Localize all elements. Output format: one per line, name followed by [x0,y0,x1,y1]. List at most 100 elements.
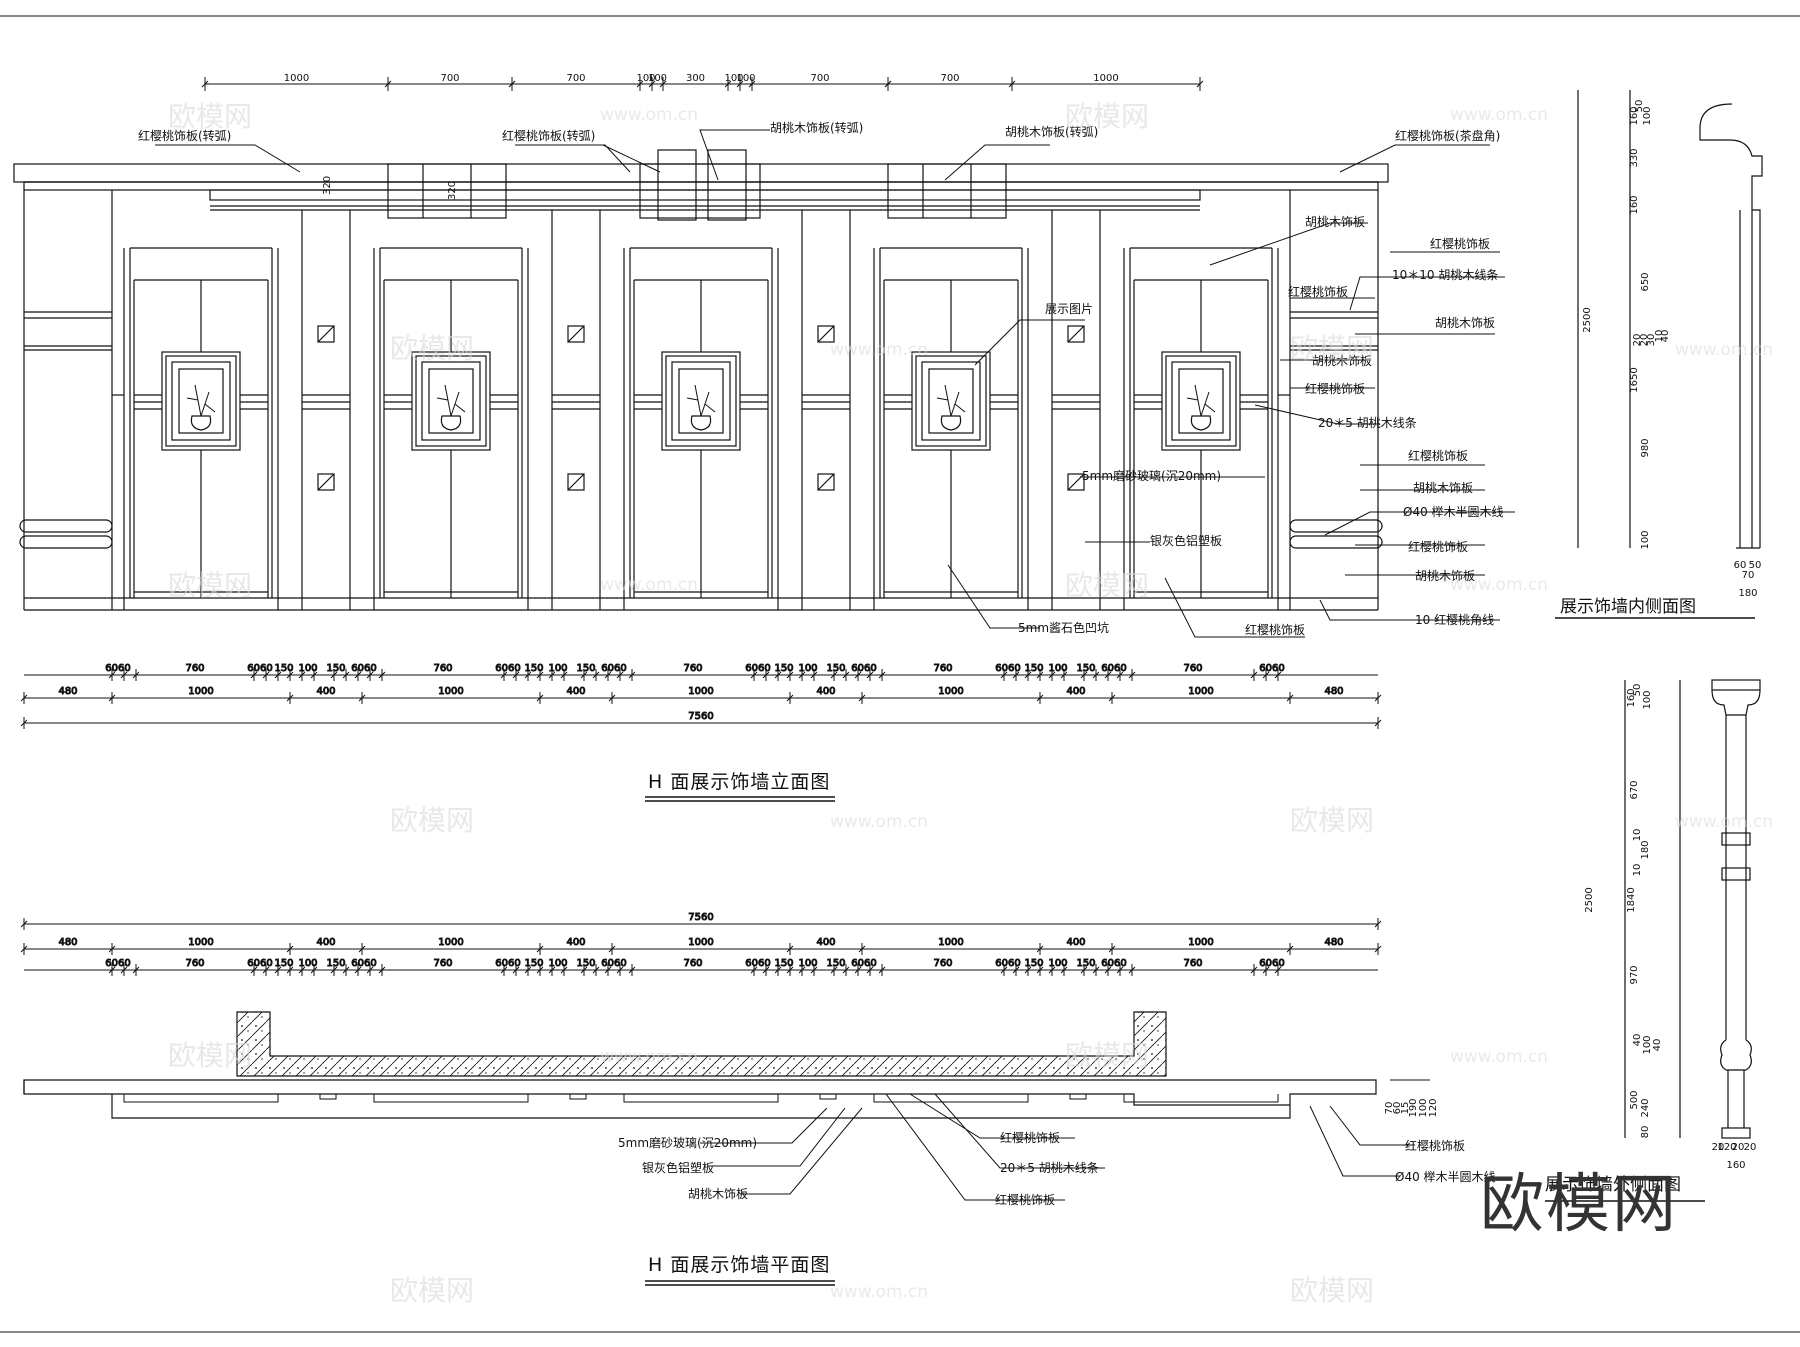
outer-section-drawing [1624,679,1761,1139]
dimension-text: 50 [1749,560,1762,571]
dimension-text: 6060 [351,958,376,969]
dimension-text: 30 [1646,334,1657,347]
dimension-text: 150 [826,958,845,969]
dimension-text: 400 [566,686,585,697]
svg-text:www.om.cn: www.om.cn [830,340,928,360]
dimension-text: 100 [1418,1098,1429,1117]
dimension-text: 6060 [601,958,626,969]
dimension-text: 400 [1066,937,1085,948]
dimension-text: 120 [1717,1142,1736,1153]
dimension-text: 480 [1324,937,1343,948]
dimension-text: 400 [566,937,585,948]
dimension-text: 300 [686,73,705,84]
right-label: 20＊5 胡桃木线条 [1318,415,1417,430]
dimension-text: 1000 [1188,937,1213,948]
dimension-text: 6060 [745,958,770,969]
svg-text:www.om.cn: www.om.cn [1675,340,1773,360]
dimension-text: 6060 [351,663,376,674]
dimension-text: 160 [1629,106,1640,125]
dimension-text: 20 [1732,1142,1745,1153]
plan-panel-profile [123,1093,1279,1103]
inner-section-title: 展示饰墙内侧面图 [1560,597,1696,617]
top-label: 胡桃木饰板(转弧) [770,120,863,135]
dimension-text: 6060 [247,663,272,674]
dimension-text: 150 [1076,958,1095,969]
svg-text:欧模网: 欧模网 [390,804,474,837]
center-label: 展示图片 [1045,302,1093,316]
dimension-text: 1000 [1188,686,1213,697]
dimension-text: 15 [1400,1102,1411,1115]
dimension-text: 100 [1640,530,1651,549]
dimension-text: 760 [933,958,952,969]
elevation-wall [13,149,1389,611]
top-label: 胡桃木饰板(转弧) [1005,124,1098,139]
svg-text:欧模网: 欧模网 [1065,1039,1149,1072]
dimension-text: 100 [1642,690,1653,709]
right-label: 红樱桃饰板 [1408,448,1468,463]
dimension-text: 1000 [438,937,463,948]
top-label: 红樱桃饰板(茶盘角) [1395,128,1500,143]
dimension-text: 180 [1738,588,1757,599]
dimension-text: 150 [774,958,793,969]
dimension-text: 760 [683,958,702,969]
svg-text:www.om.cn: www.om.cn [1450,575,1548,595]
dimension-text: 1000 [688,686,713,697]
dimension-text: 700 [566,73,585,84]
inner-section-dimensions: 1605010033016025006502020301040165098010… [1582,100,1761,599]
right-label: Ø40 榉木半圆木线 [1403,505,1504,519]
dimension-text: 100 [548,663,567,674]
right-label: 胡桃木饰板 [1435,315,1495,330]
dimension-text: 160 [1726,1160,1745,1171]
svg-text:欧模网: 欧模网 [168,100,252,133]
right-label: 10 红樱桃角线 [1415,612,1494,627]
dimension-text: 6060 [601,663,626,674]
dimension-text: 20 [1712,1142,1725,1153]
right-label: 红樱桃饰板 [1430,236,1490,251]
svg-text:欧模网: 欧模网 [168,569,252,602]
dimension-text: 150 [274,663,293,674]
dimension-text: 150 [774,663,793,674]
dimension-text: 150 [1076,663,1095,674]
elevation-panels [112,210,1290,610]
dimension-text: 100 [548,958,567,969]
dimension-text: 150 [1024,958,1043,969]
dimension-text: 160 [1629,195,1640,214]
svg-text:www.om.cn: www.om.cn [1450,105,1548,125]
svg-text:欧模网: 欧模网 [1290,1274,1374,1307]
elevation-top-dimension-chain [201,77,1204,91]
dimension-text: 10 [1654,330,1665,343]
dimension-text: 100 [648,73,667,84]
dimension-text: 980 [1640,438,1651,457]
dimension-text: 1000 [938,686,963,697]
dimension-text: 6060 [995,958,1020,969]
dimension-text: 240 [1640,1098,1651,1117]
dimension-text: 20 [1632,334,1643,347]
dimension-text: 400 [316,937,335,948]
dimension-text: 760 [1183,663,1202,674]
dimension-text: 180 [1640,840,1651,859]
svg-text:www.om.cn: www.om.cn [830,812,928,832]
height-dim: 320 [322,176,333,195]
svg-text:www.om.cn: www.om.cn [600,575,698,595]
dimension-text: 7560 [688,912,713,923]
dimension-text: 6060 [1259,663,1284,674]
center-label: 红樱桃饰板 [1245,622,1305,637]
dimension-text: 480 [1324,686,1343,697]
plan-label: 红樱桃饰板 [1405,1138,1465,1153]
dimension-text: 160 [1626,688,1637,707]
plan-label: 红樱桃饰板 [1000,1130,1060,1145]
right-label: 红樱桃饰板 [1288,284,1348,299]
svg-text:欧模网: 欧模网 [1290,332,1374,365]
svg-text:www.om.cn: www.om.cn [600,105,698,125]
right-label: 红樱桃饰板 [1305,381,1365,396]
plan-label: 5mm磨砂玻璃(沉20mm) [618,1136,757,1150]
center-label: 银灰色铝塑板 [1150,533,1222,548]
dimension-text: 20 [1744,1142,1757,1153]
right-label: 10＊10 胡桃木线条 [1392,267,1498,282]
dimension-text: 400 [316,686,335,697]
dimension-text: 80 [1640,1126,1651,1139]
dimension-text: 150 [576,958,595,969]
